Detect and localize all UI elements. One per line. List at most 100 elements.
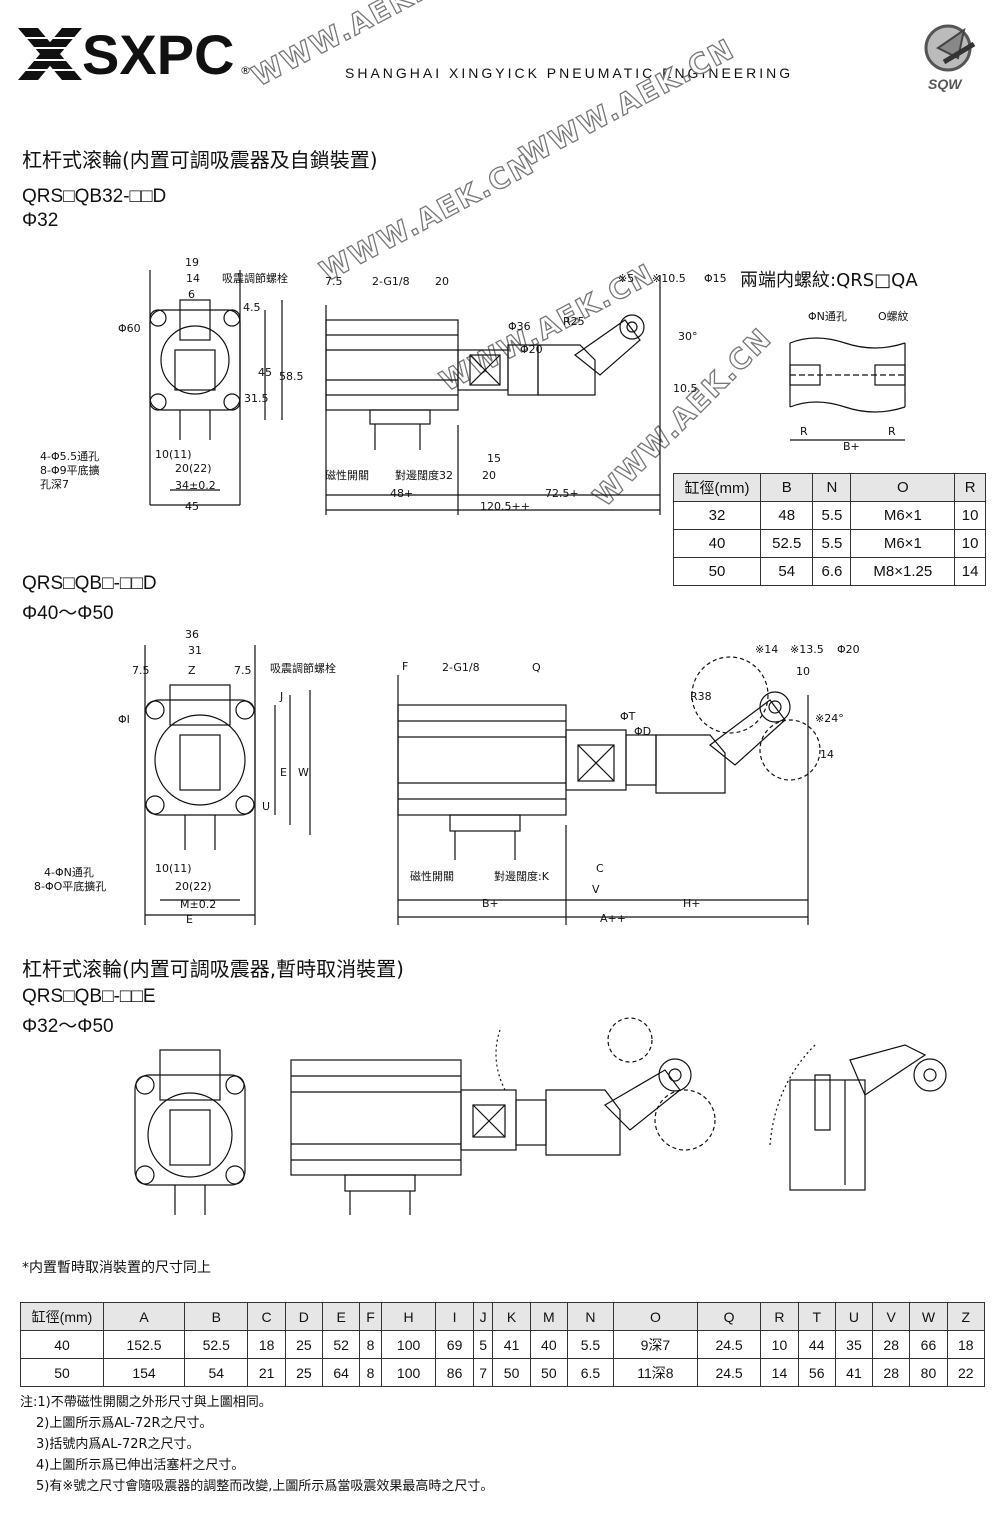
dimension-label: 31 [188, 644, 202, 657]
company-name: SHANGHAI XINGYICK PNEUMATIC ENGINEERING [345, 65, 794, 81]
dimension-label: Φ20 [837, 643, 860, 656]
brand-mark-icon [18, 28, 82, 80]
table-cell: 24.5 [696, 1330, 762, 1359]
small-spec-table: 缸徑(mm) B N O R 32 48 5.5 M6×1 10 40 52.5… [673, 473, 986, 586]
thread-variant-title: 兩端内螺紋:QRS□QA [740, 270, 918, 291]
dimension-label: 14 [820, 748, 834, 761]
dimension-label: 7.5 [325, 275, 343, 288]
dimension-label: 19 [185, 256, 199, 269]
dimension-label: Φ36 [508, 320, 531, 333]
table-cell: 52.5 [183, 1330, 249, 1359]
table-cell: 40 [529, 1330, 568, 1359]
brand-name: SXPC [82, 23, 235, 86]
table-header-cell: H [380, 1302, 437, 1331]
section1-front-view [149, 270, 283, 506]
dimension-label: 10(11) [155, 448, 192, 461]
sqw-logo-icon [924, 24, 976, 72]
table-cell: 50 [529, 1358, 568, 1387]
dimension-label: B+ [843, 440, 860, 453]
table-cell: 8 [359, 1358, 382, 1387]
dimension-label: ΦT [620, 710, 636, 723]
section1-model: QRS□QB32-□□D [22, 186, 167, 207]
dimension-label: E [186, 913, 193, 926]
table-cell: 152.5 [103, 1330, 185, 1359]
table-header-cell: 缸徑(mm) [673, 473, 761, 502]
table-cell: 14 [954, 557, 986, 586]
dimension-label: A++ [600, 912, 626, 925]
table-row: 32 48 5.5 M6×1 10 [673, 501, 986, 530]
dimension-label: ※10.5 [652, 272, 686, 285]
table-header-row: 缸徑(mm) A B C D E F H I J K M N O Q R T U… [20, 1302, 986, 1331]
dimension-label: J [280, 690, 284, 703]
dimension-label: R38 [690, 690, 712, 703]
dimension-label: ※14 [755, 643, 779, 656]
table-cell: 5 [472, 1330, 494, 1359]
table-cell: 35 [834, 1330, 874, 1359]
table-header-cell: A [103, 1302, 185, 1331]
table-cell: 64 [321, 1358, 361, 1387]
table-cell: 41 [834, 1358, 874, 1387]
dimension-label: 72.5+ [545, 487, 579, 500]
counterbore-depth-label: 孔深7 [40, 478, 69, 491]
table-cell: 25 [284, 1358, 323, 1387]
dimension-label: 30° [678, 330, 698, 343]
table-header-cell: B [759, 473, 814, 502]
dimension-label: H+ [683, 897, 701, 910]
table-cell: 80 [909, 1358, 948, 1387]
magnetic-switch-label: 磁性開關 [325, 469, 369, 482]
table-row: 50 54 6.6 M8×1.25 14 [673, 557, 986, 586]
table-header-cell: I [435, 1302, 474, 1331]
table-cell: 11深8 [612, 1358, 698, 1387]
table-header-cell: O [850, 473, 956, 502]
table-cell: 100 [380, 1330, 437, 1359]
dimension-label: Q [532, 661, 541, 674]
dimension-label: 20(22) [175, 880, 212, 893]
dimension-label: ΦD [634, 725, 652, 738]
o-thread-label: O螺紋 [878, 310, 909, 323]
dimension-label: R [888, 425, 896, 438]
dimension-label: 20(22) [175, 462, 212, 475]
table-header-cell: F [359, 1302, 382, 1331]
dimension-label: E [280, 766, 287, 779]
sqw-logo-text: SQW [928, 76, 962, 92]
table-header-cell: D [284, 1302, 323, 1331]
note-item: 2)上圖所示爲AL-72R之尺寸。 [36, 1416, 213, 1431]
brand-logo [18, 28, 82, 84]
dimension-label: ※13.5 [790, 643, 824, 656]
n-hole-label: ΦN通孔 [808, 310, 847, 323]
dimension-label: 2-G1/8 [442, 661, 480, 674]
section1-side-view [325, 275, 661, 515]
table-cell: 10 [760, 1330, 799, 1359]
section3-bore: Φ32～Φ50 [22, 1016, 114, 1037]
table-cell: 25 [284, 1330, 323, 1359]
table-cell: 54 [759, 557, 814, 586]
dimension-label: 15 [487, 452, 501, 465]
dimension-label: 14 [186, 272, 200, 285]
dimension-label: ※24° [815, 712, 844, 725]
table-cell: 66 [909, 1330, 948, 1359]
table-cell: 48 [759, 501, 814, 530]
table-cell: 10 [954, 501, 986, 530]
table-row: 40 152.5 52.5 18 25 52 8 100 69 5 41 40 … [20, 1330, 986, 1359]
table-cell: M8×1.25 [850, 557, 956, 586]
table-cell: M6×1 [850, 501, 956, 530]
table-row: 50 154 54 21 25 64 8 100 86 7 50 50 6.5 … [20, 1358, 986, 1387]
table-cell: 41 [492, 1330, 531, 1359]
dimension-label: 6 [188, 288, 195, 301]
section3-note: *内置暫時取消裝置的尺寸同上 [22, 1260, 211, 1276]
table-header-cell: T [797, 1302, 836, 1331]
holes-label: 4-ΦN通孔 [44, 866, 94, 879]
table-header-cell: 缸徑(mm) [20, 1302, 104, 1331]
thread-detail-view [789, 337, 906, 441]
dimension-label: M±0.2 [180, 898, 217, 911]
section2-front-view [144, 645, 311, 925]
table-cell: 5.5 [812, 529, 852, 558]
holes-label: 4-Φ5.5通孔 [40, 450, 100, 463]
table-cell: 5.5 [812, 501, 852, 530]
table-cell: 5.5 [566, 1330, 614, 1359]
dimension-label: 48+ [390, 487, 414, 500]
table-header-cell: N [812, 473, 852, 502]
table-header-row: 缸徑(mm) B N O R [673, 473, 986, 502]
table-cell: 54 [183, 1358, 249, 1387]
section3-model: QRS□QB□-□□E [22, 986, 156, 1007]
